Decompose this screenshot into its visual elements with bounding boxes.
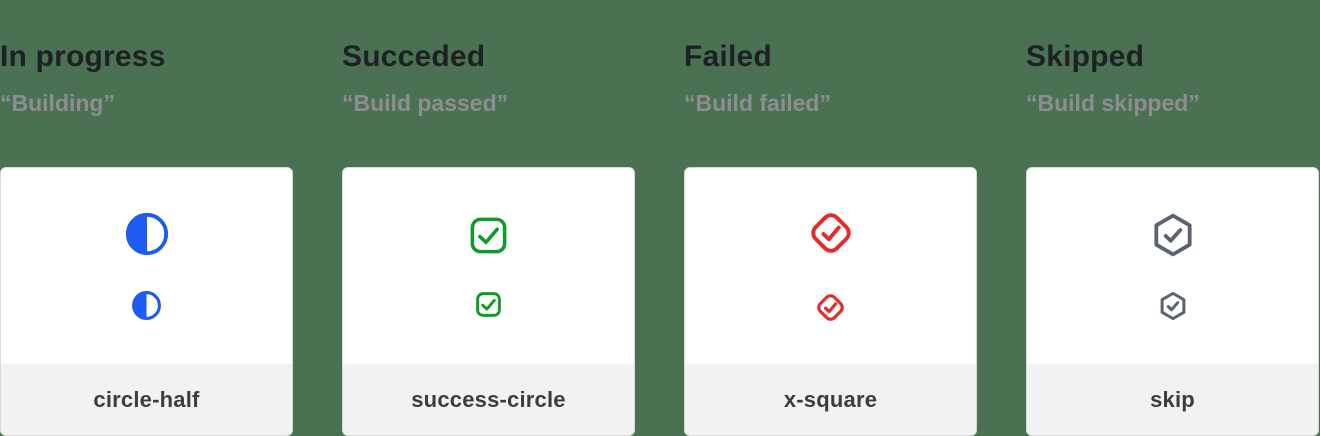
icon-name-label: circle-half [93,386,200,412]
diamond-check-icon-small [814,291,847,324]
column-subtitle: “Build failed” [684,90,831,116]
column-skipped: Skipped “Build skipped” skip [1026,0,1319,436]
icon-card-circle-half: circle-half [0,167,293,436]
column-title: Succeded [342,40,486,73]
icon-card-footer: skip [1027,364,1318,435]
column-failed: Failed “Build failed” [684,0,977,436]
icon-name-label: skip [1150,386,1195,412]
column-title: Skipped [1026,40,1145,73]
column-subtitle: “Building” [0,90,115,116]
column-subtitle: “Build passed” [342,90,509,116]
circle-half-icon-small [131,290,162,321]
icon-preview-area [1027,168,1318,364]
circle-half-icon [124,211,170,257]
column-in-progress: In progress “Building” circle- [0,0,293,436]
icon-name-label: x-square [783,386,878,412]
icon-card-success-circle: success-circle [342,167,635,436]
column-subtitle: “Build skipped” [1026,90,1200,116]
hexagon-check-icon-small [1158,291,1188,321]
icon-preview-area [343,168,634,364]
icon-card-footer: x-square [685,364,976,435]
icon-card-skip: skip [1026,167,1319,436]
icon-preview-area [1,168,292,364]
column-title: In progress [0,40,166,73]
column-title: Failed [684,40,772,73]
diamond-check-icon [806,208,856,258]
column-succeded: Succeded “Build passed” succes [342,0,635,436]
icon-card-footer: success-circle [343,364,634,435]
hexagon-check-icon [1150,212,1196,258]
icon-name-label: success-circle [411,386,566,412]
icon-card-footer: circle-half [1,364,292,435]
square-check-icon-small [474,290,503,319]
square-check-icon [467,214,510,257]
icon-preview-area [685,168,976,364]
icon-card-x-square: x-square [684,167,977,436]
